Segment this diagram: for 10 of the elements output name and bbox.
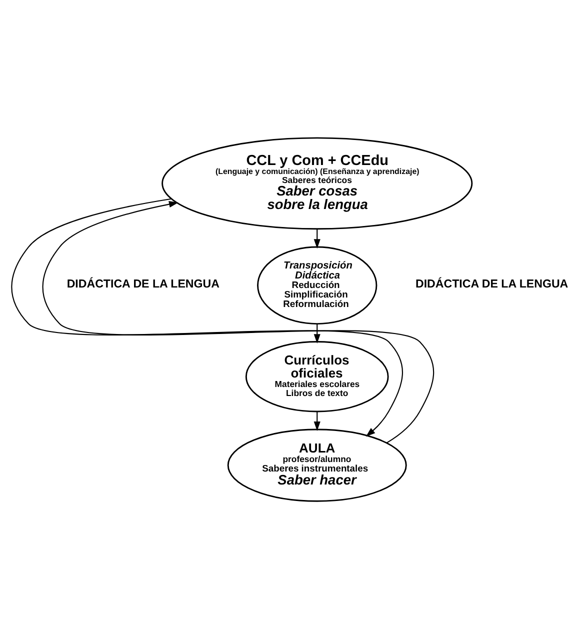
arrow	[11, 198, 403, 436]
arrow	[42, 200, 434, 443]
label: DIDÁCTICA DE LA LENGUA	[66, 278, 220, 290]
node-ellipse: Transposición Didáctica Reducción Simplificación Reformulación	[257, 246, 378, 324]
arrow	[314, 411, 320, 430]
node-ellipse: CCL y Com + CCEdu (Lenguaje y comunicación) (Enseñanza y aprendizaje) Saberes teóricos Saber cosas sobre la lengua	[162, 136, 473, 230]
node-ellipse: Currículos oficiales Materiales escolares Libros de texto	[245, 340, 389, 412]
label: DIDÁCTICA DE LA LENGUA	[416, 278, 568, 290]
arrow	[314, 323, 320, 343]
arrow	[314, 228, 320, 248]
